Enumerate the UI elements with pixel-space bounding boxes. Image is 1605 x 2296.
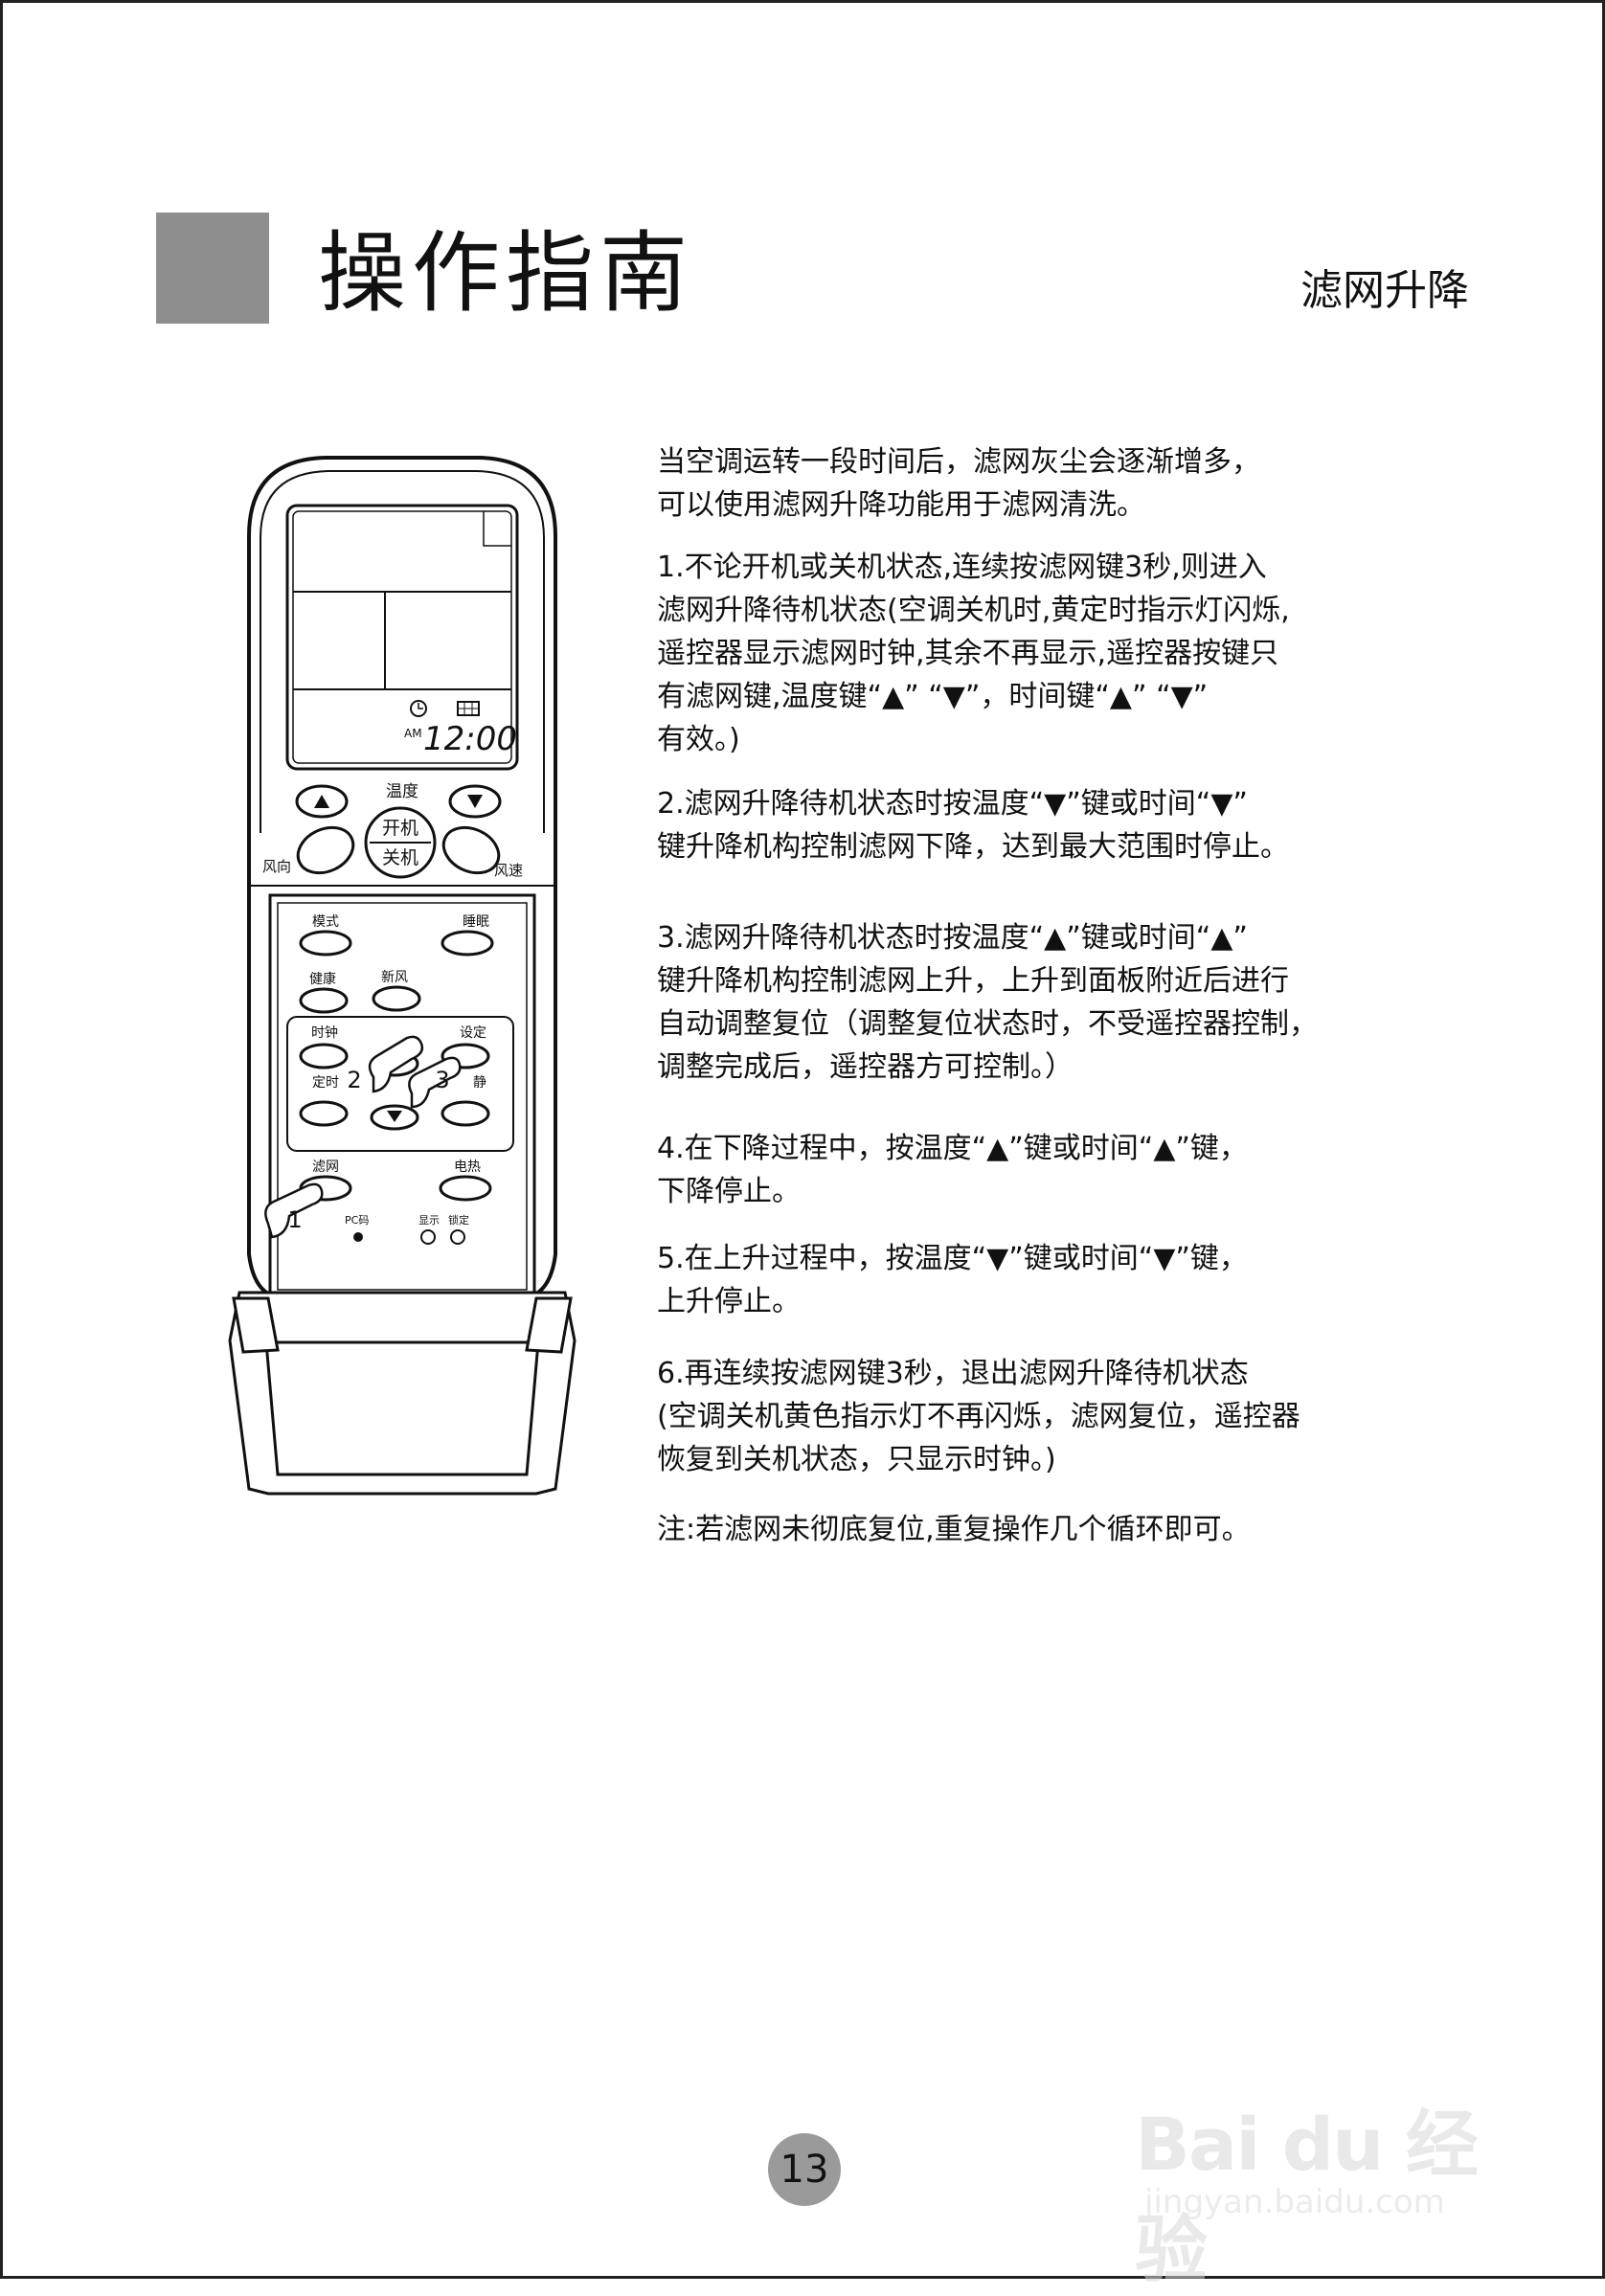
clock-label: 时钟 <box>311 1024 338 1041</box>
lcd-screen: AM 12:00 <box>285 504 519 771</box>
step-indicators <box>264 1035 462 1239</box>
remote-illustration: AM 12:00 温度 开机 关机 风向 风速 模式 睡眠 健康 新风 时钟 设… <box>228 456 576 1496</box>
timer-label: 定时 <box>312 1075 339 1091</box>
header-marker-block <box>156 213 269 324</box>
lcd-time: 12:00 <box>423 720 517 758</box>
page-border-right <box>1602 0 1605 2279</box>
fresh-air-label: 新风 <box>381 970 408 985</box>
temp-label: 温度 <box>386 782 418 801</box>
baidu-watermark: Bai du 经验 jingyan.baidu.com <box>1135 2037 1537 2292</box>
intro-paragraph: 当空调运转一段时间后，滤网灰尘会逐渐增多， 可以使用滤网升降功能用于滤网清洗。 <box>657 445 1260 522</box>
set-label: 设定 <box>460 1025 486 1041</box>
filter-label: 滤网 <box>312 1159 339 1175</box>
lock-label: 锁定 <box>448 1213 469 1227</box>
step-6-paragraph: 6.再连续按滤网键3秒，退出滤网升降待机状态 (空调关机黄色指示灯不再闪烁，滤网… <box>657 1357 1300 1476</box>
page-border-bottom <box>0 2276 1605 2279</box>
note-paragraph: 注:若滤网未彻底复位,重复操作几个循环即可。 <box>657 1513 1251 1546</box>
watermark-brand: Bai du 经验 <box>1135 2102 1479 2292</box>
fan-speed-label: 风速 <box>494 862 523 879</box>
page-title: 操作指南 <box>318 222 694 325</box>
power-on-label: 开机 <box>382 818 418 839</box>
display-label: 显示 <box>418 1214 440 1227</box>
remote-stand <box>228 1291 576 1496</box>
mode-label: 模式 <box>312 914 339 930</box>
step-5-paragraph: 5.在上升过程中，按温度“▼”键或时间“▼”键， 上升停止。 <box>657 1242 1248 1318</box>
sleep-label: 睡眠 <box>463 914 489 930</box>
lcd-am: AM <box>404 727 422 740</box>
section-title: 滤网升降 <box>1300 266 1469 315</box>
step-2-paragraph: 2.滤网升降待机状态时按温度“▼”键或时间“▼” 键升降机构控制滤网下降，达到最… <box>657 787 1289 864</box>
step-3-paragraph: 3.滤网升降待机状态时按温度“▲”键或时间“▲” 键升降机构控制滤网上升，上升到… <box>657 921 1318 1084</box>
instructions: 当空调运转一段时间后，滤网灰尘会逐渐增多， 可以使用滤网升降功能用于滤网清洗。 … <box>657 440 1366 1551</box>
step-1-marker: 1 <box>287 1206 302 1233</box>
pc-code-label: PC码 <box>345 1214 369 1227</box>
step-3-marker: 3 <box>435 1067 449 1093</box>
page-border-left <box>0 0 3 2279</box>
step-4-paragraph: 4.在下降过程中，按温度“▲”键或时间“▲”键， 下降停止。 <box>657 1132 1248 1208</box>
quiet-label: 静 <box>473 1075 486 1091</box>
page-number: 13 <box>768 2133 841 2206</box>
swing-label: 风向 <box>262 858 291 875</box>
heater-label: 电热 <box>454 1159 481 1175</box>
power-off-label: 关机 <box>382 847 418 868</box>
step-2-marker: 2 <box>347 1067 361 1093</box>
page-border-top <box>0 0 1605 3</box>
step-1-paragraph: 1.不论开机或关机状态,连续按滤网键3秒,则进入 滤网升降待机状态(空调关机时,… <box>657 551 1290 756</box>
swing-button <box>296 825 355 875</box>
fan-speed-button <box>441 825 501 875</box>
watermark-url: jingyan.baidu.com <box>1144 2183 1445 2221</box>
health-label: 健康 <box>309 971 336 987</box>
